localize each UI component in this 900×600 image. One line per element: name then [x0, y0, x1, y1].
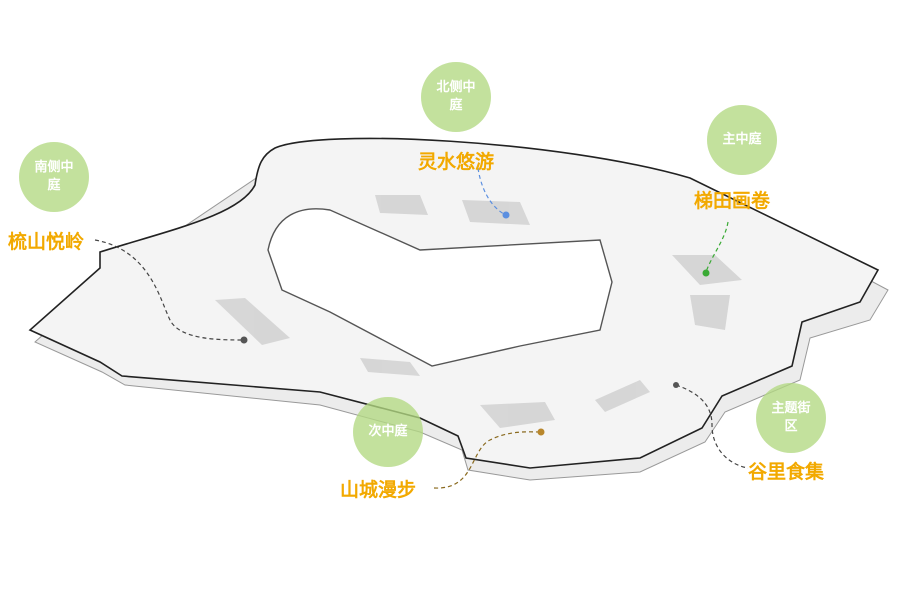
north-atrium-label: 灵水悠游 [418, 151, 495, 173]
terraces [215, 195, 742, 428]
leader-lines [94, 167, 749, 489]
theme-street-label: 谷里食集 [748, 461, 825, 483]
main-atrium-label: 梯田画卷 [694, 190, 771, 212]
bubble-text: 北侧中庭 [436, 80, 476, 113]
north-atrium-bubble: 北侧中庭 [421, 62, 491, 132]
main-atrium-marker [702, 269, 710, 277]
north-atrium-marker [502, 211, 510, 219]
south-atrium-marker [240, 336, 248, 344]
south-atrium-label: 梳山悦岭 [8, 231, 85, 253]
secondary-atrium-label: 山城漫步 [340, 479, 417, 501]
bubble-text: 次中庭 [368, 424, 408, 439]
south-atrium-bubble: 南侧中庭 [19, 142, 89, 212]
bubble-text: 主题街区 [771, 401, 811, 434]
secondary-atrium-bubble: 次中庭 [353, 397, 423, 467]
atrium-void [267, 208, 613, 367]
theme-street-marker [673, 382, 679, 388]
main-atrium-bubble: 主中庭 [707, 105, 777, 175]
theme-street-bubble: 主题街区 [756, 383, 826, 453]
bubble-text: 南侧中庭 [34, 160, 74, 193]
secondary-atrium-marker [537, 428, 545, 436]
bubble-text: 主中庭 [722, 132, 762, 147]
